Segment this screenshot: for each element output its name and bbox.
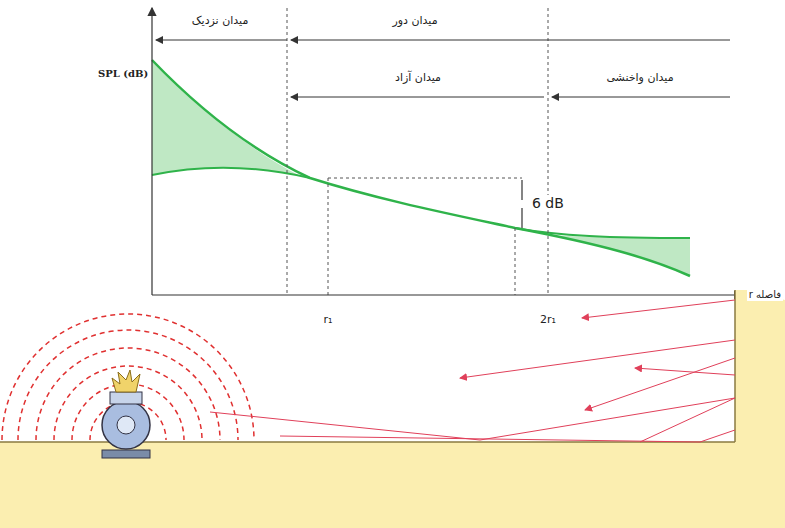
y-axis bbox=[151, 8, 152, 295]
field-name: میدان آزاد bbox=[393, 71, 443, 84]
db-bracket bbox=[521, 180, 522, 228]
axis-title: SPL (dB) bbox=[96, 68, 150, 80]
dimension-label: 6 dB bbox=[530, 195, 566, 212]
x-axis bbox=[152, 294, 742, 295]
reverb-area bbox=[548, 235, 690, 276]
wall-line bbox=[734, 290, 736, 442]
near-field-area bbox=[152, 60, 300, 176]
spl-curve bbox=[152, 60, 690, 276]
machine-icon bbox=[102, 370, 150, 458]
near-curve bbox=[152, 167, 310, 178]
ground bbox=[0, 290, 785, 528]
field-name: میدان نزدیک bbox=[190, 14, 251, 27]
reverb-curve bbox=[515, 228, 690, 238]
field-name: میدان واخنشی bbox=[604, 71, 675, 84]
tick-label: r₁ bbox=[322, 313, 335, 326]
guide-lines bbox=[287, 8, 548, 295]
field-name: میدان دور bbox=[390, 14, 439, 27]
reflection-rays bbox=[210, 300, 735, 442]
field-arrows bbox=[156, 40, 730, 97]
sound-waves bbox=[2, 314, 254, 440]
axis-title: فاصله r bbox=[747, 289, 783, 301]
tick-label: 2r₁ bbox=[538, 313, 558, 326]
